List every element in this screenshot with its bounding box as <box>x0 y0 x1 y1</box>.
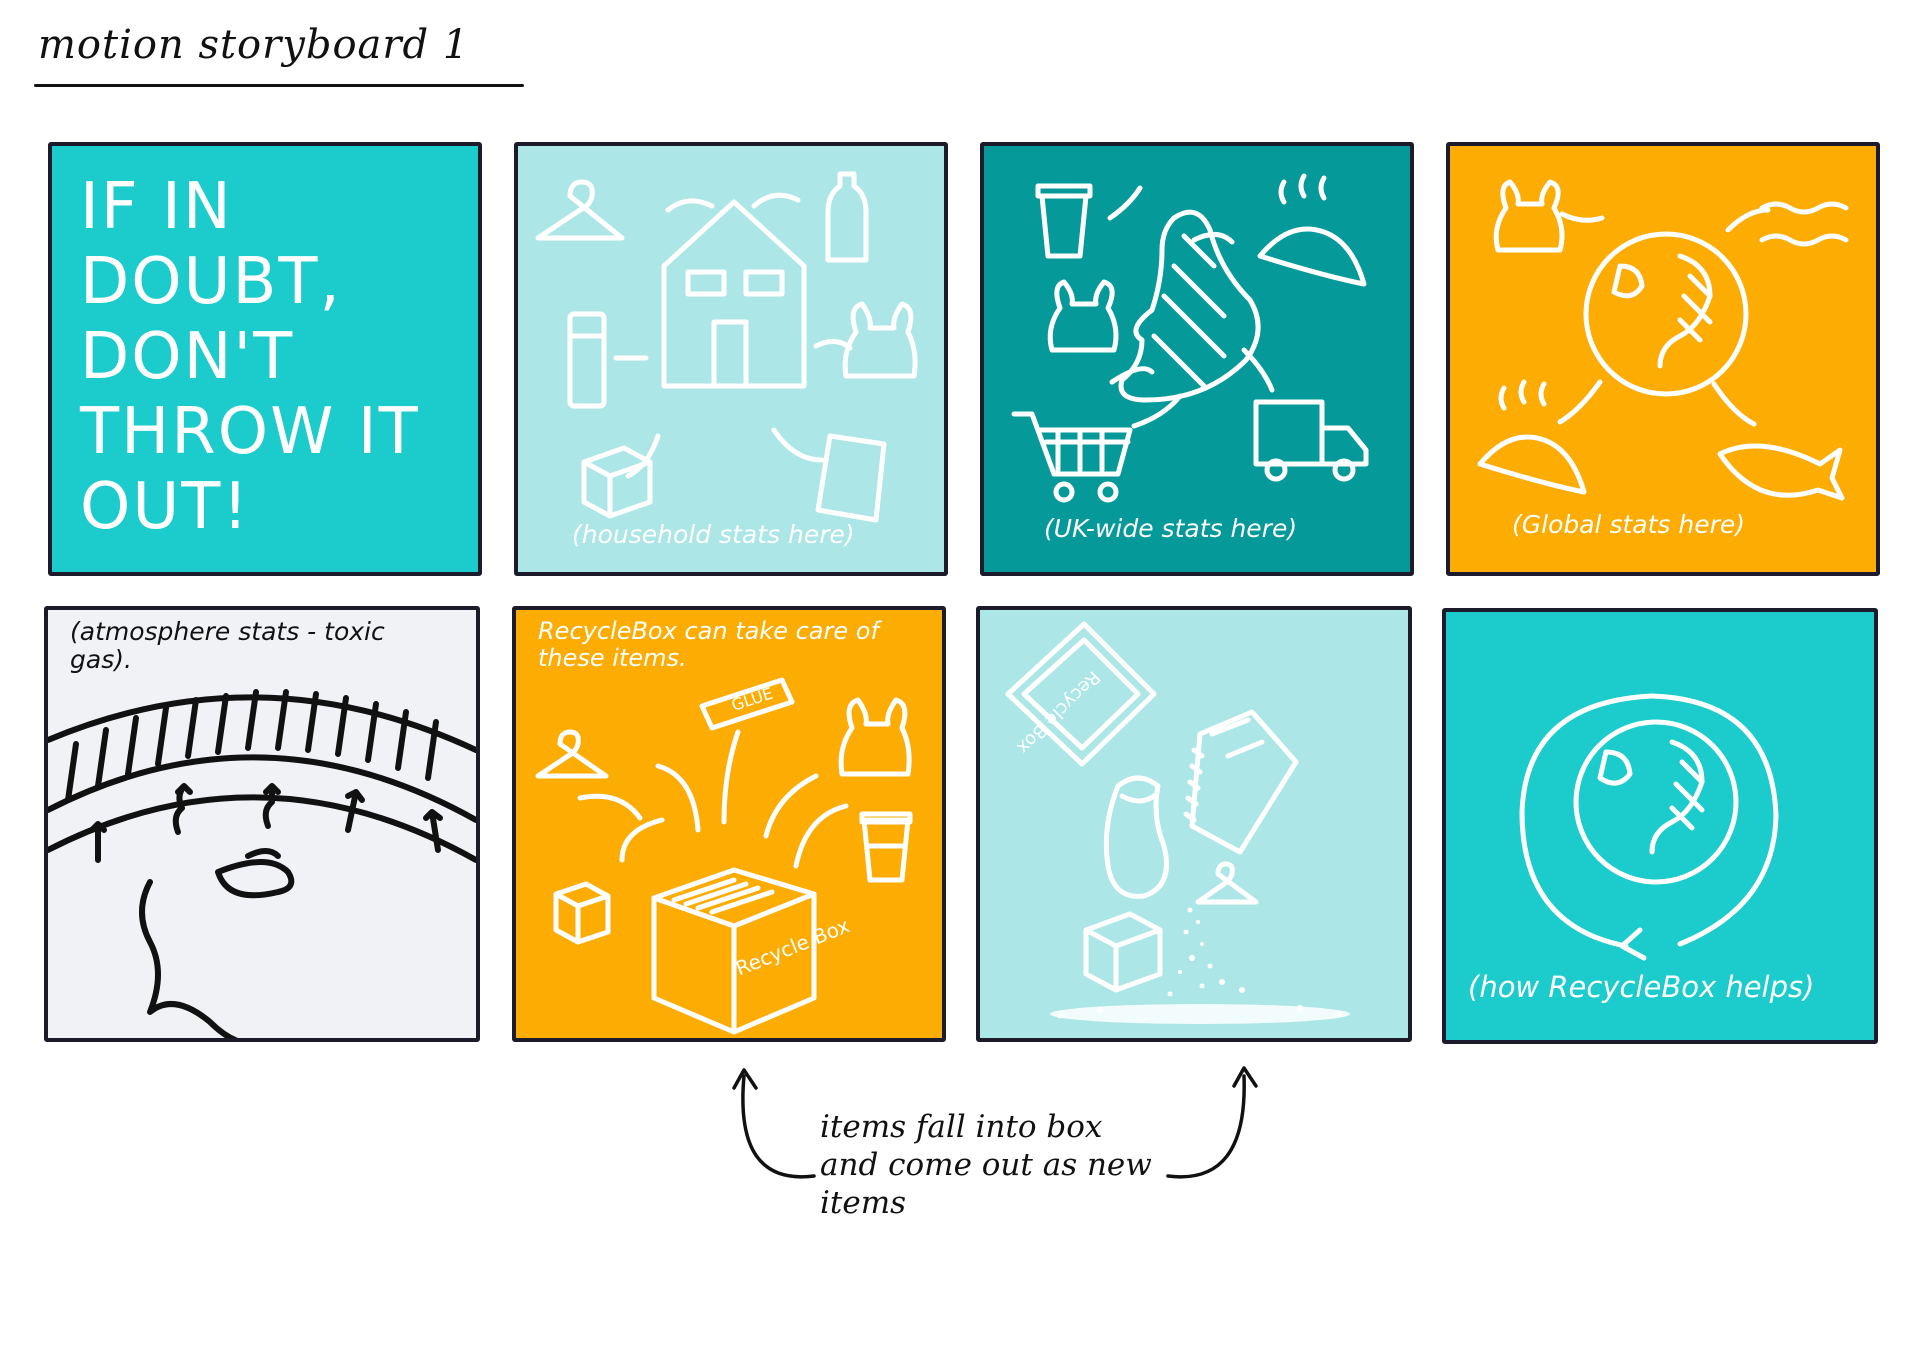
left-arrow <box>741 1074 816 1179</box>
box-icon <box>581 445 653 519</box>
recycle-box-icon: Recycle Box <box>651 867 853 1035</box>
bag-icon <box>1103 775 1169 899</box>
panel-4: (Global stats here) <box>1446 142 1880 576</box>
recycle-box-lid-icon: Recycle Box <box>1005 621 1157 767</box>
truck-icon <box>1253 399 1369 482</box>
panel-5-caption: (atmosphere stats - toxic gas). <box>70 617 385 674</box>
particles-icon <box>1050 907 1350 1024</box>
atmosphere-icon <box>48 689 476 863</box>
whale-icon <box>1717 443 1845 501</box>
panel-7: Recycle Box <box>976 606 1412 1042</box>
panel-1: IF IN DOUBT, DON'T THROW IT OUT! <box>48 142 482 576</box>
globe-icon <box>1573 719 1739 885</box>
annotation-note: items fall into box and come out as new … <box>820 1109 1152 1221</box>
trolley-icon <box>1011 411 1133 503</box>
panel-6-caption: RecycleBox can take care of these items. <box>538 617 879 672</box>
panel-2: (household stats here) <box>514 142 948 576</box>
landfill-icon <box>1257 173 1367 287</box>
panel-8: (how RecycleBox helps) <box>1442 608 1878 1044</box>
box-icon <box>1083 911 1163 993</box>
panel-1-slogan: IF IN DOUBT, DON'T THROW IT OUT! <box>80 170 420 544</box>
landfill-icon <box>1477 379 1587 495</box>
hanger-icon <box>1195 861 1259 905</box>
panel-2-caption: (household stats here) <box>572 520 855 549</box>
glue-stick-icon <box>567 311 607 409</box>
panel-4-caption: (Global stats here) <box>1512 510 1746 539</box>
house-icon <box>661 199 807 389</box>
hanger-icon <box>535 729 609 779</box>
panel-8-caption: (how RecycleBox helps) <box>1468 970 1815 1004</box>
folder-icon <box>815 433 887 523</box>
earth-coastline-icon <box>139 848 295 1038</box>
panel-3-caption: (UK-wide stats here) <box>1044 514 1298 543</box>
plastic-bag-icon <box>1493 179 1565 253</box>
right-arrowhead <box>1232 1066 1258 1088</box>
bin-icon <box>1035 183 1093 259</box>
glue-stick-icon: GLUE <box>699 677 795 731</box>
storyboard-title: motion storyboard 1 <box>38 22 470 68</box>
plastic-bag-icon <box>842 301 918 379</box>
notebook-icon <box>1183 709 1299 855</box>
panel-5: (atmosphere stats - toxic gas). <box>44 606 480 1042</box>
recycle-box-label: Recycle Box <box>732 913 853 980</box>
cup-icon <box>859 811 913 883</box>
right-arrow <box>1166 1074 1246 1179</box>
plastic-bag-icon <box>1047 279 1119 353</box>
box-icon <box>553 881 611 945</box>
uk-map-icon <box>1118 209 1261 403</box>
panel-6: RecycleBox can take care of these items.… <box>512 606 946 1042</box>
waves-icon <box>1759 201 1849 247</box>
globe-icon <box>1583 231 1749 397</box>
bottle-icon <box>825 171 869 263</box>
panel-3: (UK-wide stats here) <box>980 142 1414 576</box>
cycle-arrow-icon <box>1519 693 1779 961</box>
title-underline <box>34 84 524 87</box>
hanger-icon <box>535 179 625 241</box>
left-arrowhead <box>732 1068 758 1090</box>
plastic-bag-icon <box>838 697 912 777</box>
